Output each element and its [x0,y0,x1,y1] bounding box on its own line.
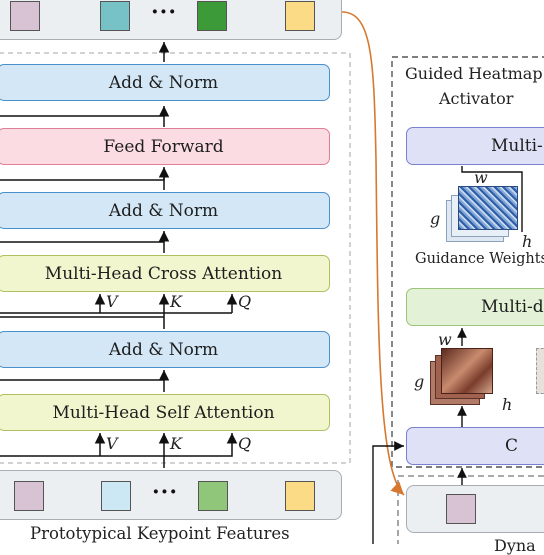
multi-box-2: Multi-d [406,288,544,326]
token-light-blue [101,481,131,511]
token-purple-2 [14,481,44,511]
dim-h-label: h [522,232,533,251]
top-ellipsis: ··· [151,0,177,25]
dim2-h-label: h [502,395,513,414]
heatmap-stack [430,347,500,409]
self-k-label: K [170,434,182,453]
dynamic-cut-label: Dyna [494,536,536,555]
cross-v-label: V [106,292,118,311]
add-norm-1: Add & Norm [0,64,330,101]
dim2-g-label: g [414,372,425,391]
multi-box-2-label: Multi-d [481,297,544,317]
token-purple-3 [446,494,476,524]
bottom-ellipsis: ··· [152,479,178,505]
token-green [197,1,227,31]
guidance-weights-label: Guidance Weights [415,251,544,267]
token-yellow [285,1,315,31]
token-teal [100,1,130,31]
bottom-box-label: C [505,436,519,456]
cross-q-label: Q [238,292,252,311]
guidance-weights-stack [446,186,526,246]
multi-box-1: Multi- [406,127,544,165]
prototypical-features-label: Prototypical Keypoint Features [30,524,290,543]
cross-k-label: K [170,292,182,311]
token-yellow-2 [285,481,315,511]
activator-dashed-frame [391,56,544,468]
dynamic-dashed-frame [397,475,544,544]
activator-title-1: Guided Heatmap [405,64,543,83]
self-v-label: V [106,434,118,453]
add-norm-2: Add & Norm [0,192,330,229]
encoder-dashed-frame [0,52,351,464]
multi-box-1-label: Multi- [491,136,543,156]
guidance-layer-front [458,186,518,230]
self-q-label: Q [238,434,252,453]
dim-g-label: g [430,209,441,228]
cross-attention: Multi-Head Cross Attention [0,255,330,292]
activator-title-2: Activator [439,89,514,108]
add-norm-3: Add & Norm [0,331,330,368]
token-purple [10,1,40,31]
dim-w-label: w [474,168,488,187]
token-mid-green [198,481,228,511]
feed-forward: Feed Forward [0,128,330,165]
self-attention: Multi-Head Self Attention [0,394,330,431]
heatmap-stack-partial [536,348,544,394]
dim2-w-label: w [438,330,452,349]
heatmap-layer-front [441,348,493,394]
bottom-box: C [406,427,544,465]
